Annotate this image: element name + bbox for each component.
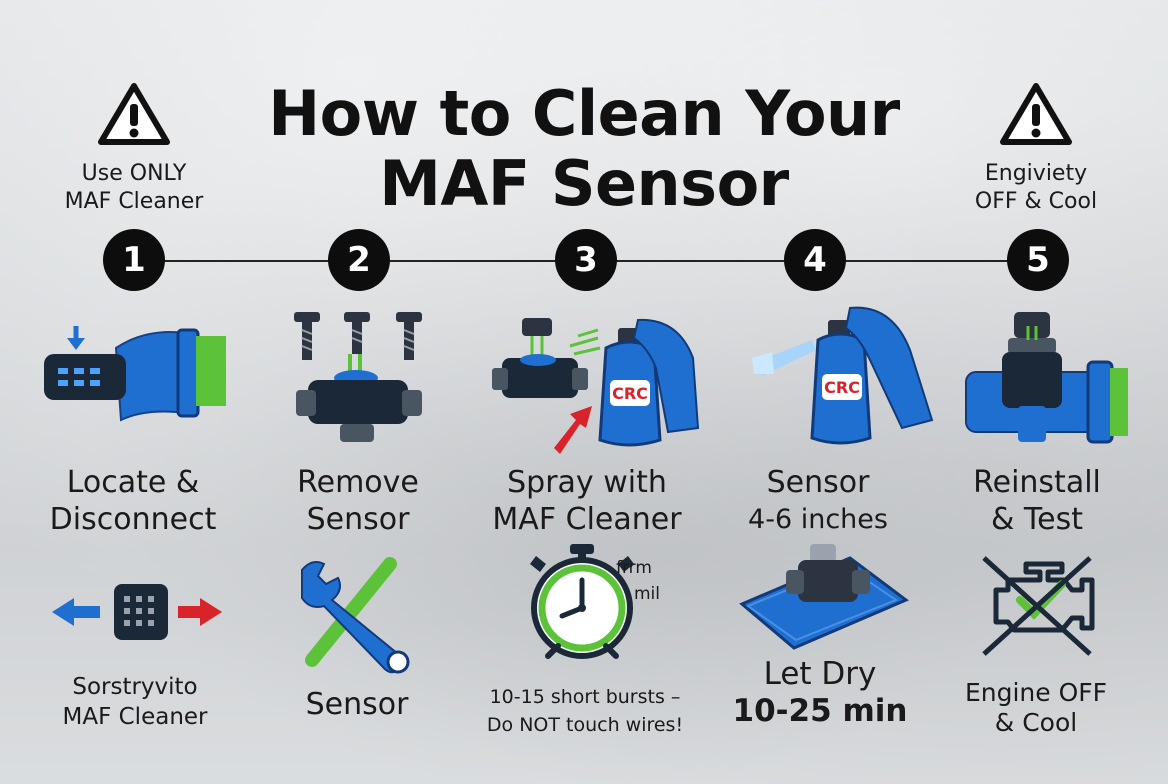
step-1-label-line1: Locate & [66, 465, 200, 500]
bottom-col3-line1: 10-15 short bursts – [489, 686, 681, 708]
bottom-col1-line2: MAF Cleaner [62, 704, 208, 730]
reinstall-sensor-icon [965, 312, 1128, 444]
page-title-line2: MAF Sensor [379, 147, 789, 220]
step-5-label-line2: & Test [990, 502, 1083, 537]
warning-right: Engiviety OFF & Cool [926, 82, 1146, 216]
step-4-number: 4 [784, 229, 846, 291]
step-1-number: 1 [103, 229, 165, 291]
step-2-label: Remove Sensor [260, 464, 456, 538]
warning-right-line1: Engiviety [984, 161, 1088, 186]
bottom-col4-line1: Let Dry [763, 656, 877, 692]
bottom-col4-note: Let Dry 10-25 min [718, 656, 922, 730]
spray-cleaner-icon: CRC [492, 318, 700, 454]
step-5-number: 5 [1007, 229, 1069, 291]
wrench-screwdriver-icon [301, 557, 410, 674]
step-1-label: Locate & Disconnect [28, 464, 238, 538]
step-3-label-line1: Spray with [507, 465, 667, 500]
step-2-number: 2 [328, 229, 390, 291]
disconnect-arrows-icon [52, 584, 222, 640]
timer-note: frrm mil [616, 555, 680, 607]
step-4-label: Sensor 4-6 inches [718, 464, 918, 538]
bottom-col3-line2: Do NOT touch wires! [486, 714, 684, 736]
step-5-label: Reinstall & Test [942, 464, 1132, 538]
bottom-col3-note: 10-15 short bursts – Do NOT touch wires! [460, 683, 710, 739]
step-2-label-line2: Sensor [306, 502, 410, 537]
warning-triangle-icon [98, 83, 170, 145]
step-3-label-line2: MAF Cleaner [492, 502, 682, 537]
warning-right-line2: OFF & Cool [974, 189, 1098, 214]
step-4-label-line2: 4-6 inches [748, 504, 888, 535]
timer-note-line1: frrm [616, 558, 652, 578]
warning-triangle-icon [1000, 83, 1072, 145]
bottom-col4-line2: 10-25 min [732, 693, 908, 729]
bottom-col5-line1: Engine OFF [964, 678, 1108, 707]
spray-brand-label-2: CRC [824, 378, 860, 397]
stopwatch-icon [530, 544, 634, 659]
page-title-line1: How to Clean Your [268, 77, 900, 150]
timer-note-line2: mil [634, 584, 661, 604]
warning-left-line2: MAF Cleaner [64, 189, 204, 214]
step-5-label-line1: Reinstall [973, 465, 1101, 500]
bottom-col5-line2: & Cool [994, 708, 1078, 737]
bottom-col5-note: Engine OFF & Cool [938, 678, 1134, 738]
sensor-screws-icon [294, 312, 422, 442]
check-engine-icon [982, 556, 1095, 656]
step-3-number: 3 [555, 229, 617, 291]
step-2-label-line1: Remove [297, 465, 419, 500]
spray-distance-icon: CRC [752, 306, 934, 445]
bottom-col2-text: Sensor [305, 687, 409, 722]
intake-connector-icon [44, 326, 226, 422]
spray-brand-label: CRC [612, 384, 648, 403]
warning-left-line1: Use ONLY [81, 161, 187, 186]
warning-left: Use ONLY MAF Cleaner [24, 82, 244, 216]
step-1-label-line2: Disconnect [49, 502, 217, 537]
step-4-label-line1: Sensor [766, 465, 870, 500]
step-3-label: Spray with MAF Cleaner [464, 464, 710, 538]
drying-sensor-icon [739, 544, 909, 650]
bottom-col1-note: Sorstryvito MAF Cleaner [30, 672, 240, 732]
bottom-col1-line1: Sorstryvito [72, 674, 198, 700]
